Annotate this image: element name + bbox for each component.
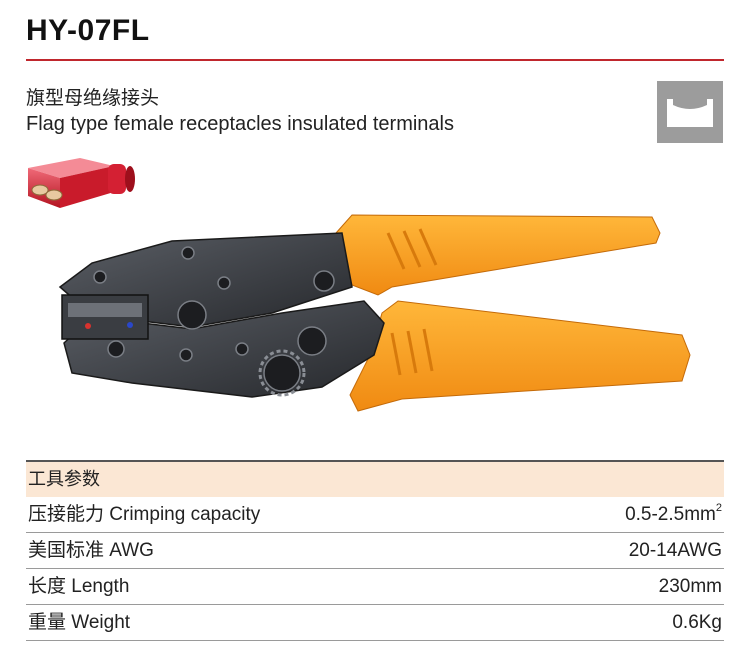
- product-name-chinese: 旗型母绝缘接头: [26, 88, 160, 109]
- product-name-english: Flag type female receptacles insulated t…: [26, 113, 454, 135]
- flag-terminal-illustration: [28, 158, 135, 208]
- spec-table-top-rule: [26, 460, 724, 462]
- spec-rows: 压接能力 Crimping capacity 0.5-2.5mm2 美国标准 A…: [26, 497, 724, 640]
- spec-table: 工具参数 压接能力 Crimping capacity 0.5-2.5mm2 美…: [26, 460, 724, 641]
- spec-table-header: 工具参数: [26, 462, 724, 497]
- spec-label: 压接能力 Crimping capacity: [28, 504, 261, 525]
- spec-table-bottom-rule: [26, 640, 724, 641]
- spec-label: 长度 Length: [28, 576, 130, 597]
- spec-value: 20-14AWG: [628, 540, 722, 561]
- spec-row-weight: 重量 Weight 0.6Kg: [26, 604, 724, 640]
- spec-label: 重量 Weight: [28, 612, 131, 633]
- spec-row-awg: 美国标准 AWG 20-14AWG: [26, 532, 724, 568]
- spec-value-superscript: 2: [715, 502, 722, 514]
- crimp-die-profile-icon: [657, 81, 723, 143]
- spec-row-length: 长度 Length 230mm: [26, 568, 724, 604]
- title-divider: [26, 59, 724, 61]
- product-model-title: HY-07FL: [26, 14, 150, 47]
- ratchet-crimping-tool-illustration: [58, 214, 691, 412]
- spec-label: 美国标准 AWG: [28, 540, 154, 561]
- spec-value: 0.5-2.5mm2: [625, 502, 722, 526]
- spec-value: 0.6Kg: [672, 612, 722, 633]
- spec-row-crimping-capacity: 压接能力 Crimping capacity 0.5-2.5mm2: [26, 497, 724, 532]
- spec-value: 230mm: [658, 576, 722, 597]
